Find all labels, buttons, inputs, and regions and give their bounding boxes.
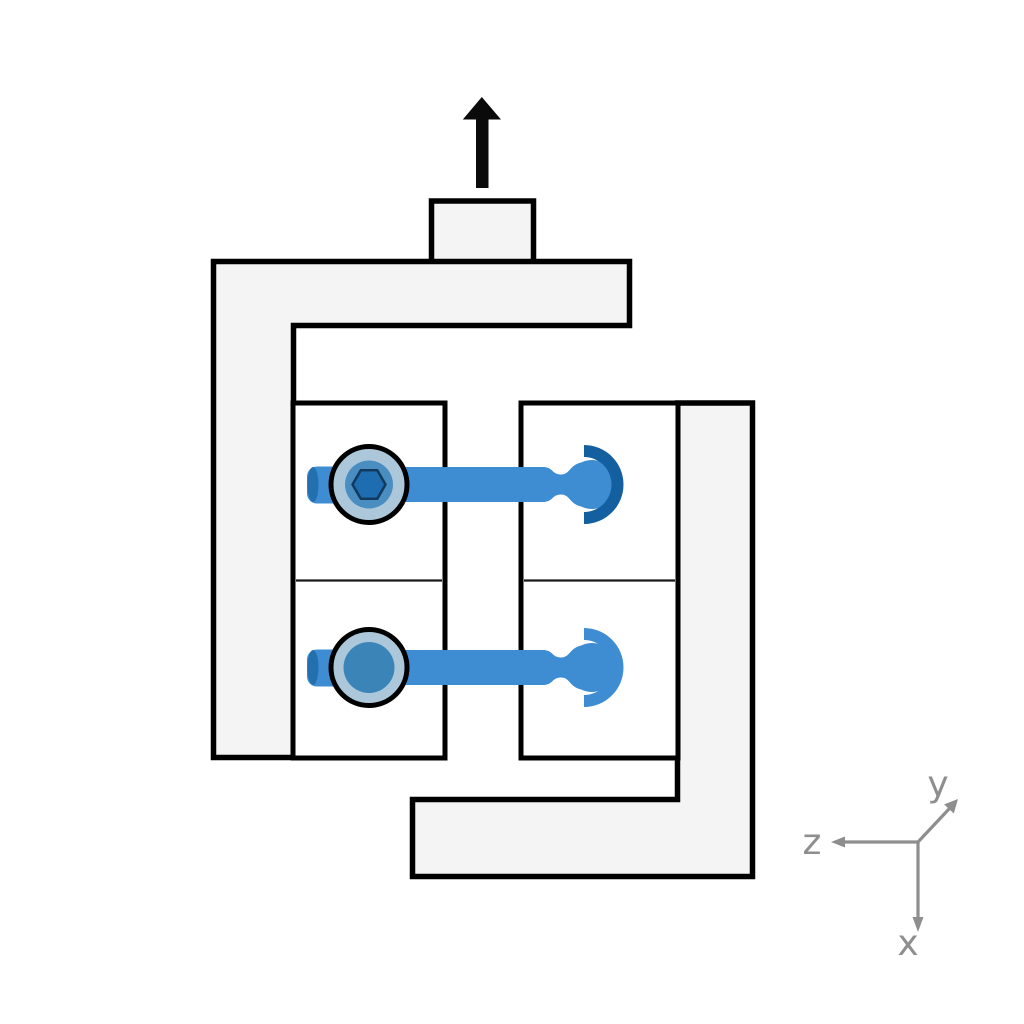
upper-fixture-arm — [210, 258, 633, 761]
bolt-lower-tip-face — [307, 650, 319, 685]
axis-label-y: y — [927, 764, 948, 805]
bolt-upper-ball-end — [567, 460, 617, 509]
axis-z-arrowhead-icon — [831, 836, 845, 848]
load-arrow — [462, 97, 501, 188]
load-arrow-head-icon — [462, 97, 501, 120]
load-tab — [428, 198, 537, 266]
axis-label-x: x — [897, 923, 918, 964]
bolt-lower-counterbore — [343, 642, 395, 693]
lower-fixture-arm — [409, 400, 756, 880]
bolt-upper-retainer-arc — [584, 445, 624, 524]
coordinate-axes: z y x — [803, 764, 958, 964]
bolt-upper-hex-socket-icon — [351, 468, 387, 501]
bolt-upper — [307, 444, 624, 525]
load-arrow-shaft — [476, 116, 489, 188]
axis-label-z: z — [803, 822, 822, 863]
bolt-lower-ball-end — [567, 643, 617, 692]
axis-y-arrowhead-icon — [944, 799, 958, 814]
bolt-upper-tip-face — [307, 467, 319, 502]
bolt-lower — [307, 627, 624, 708]
bolt-lower-retainer-arc — [584, 628, 624, 708]
axis-y-line — [916, 807, 951, 844]
axis-x-arrowhead-icon — [912, 917, 924, 932]
